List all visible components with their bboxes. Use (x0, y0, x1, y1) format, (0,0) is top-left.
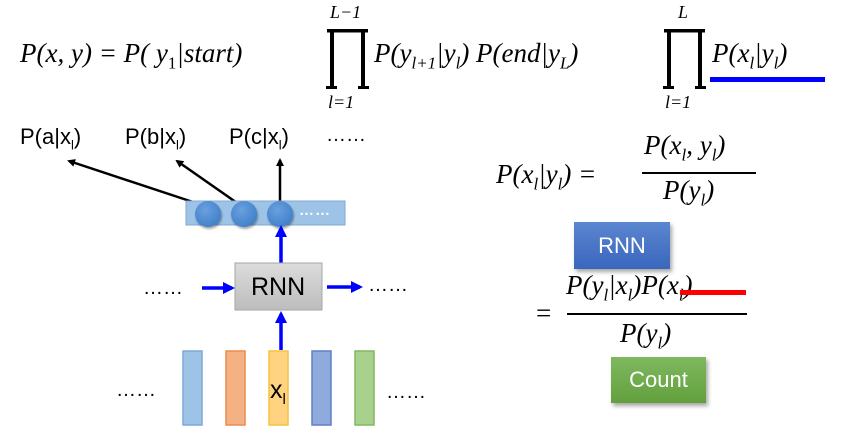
product-symbol-2 (663, 29, 706, 89)
rnn-button[interactable]: RNN (574, 222, 670, 269)
input-vector-bar (311, 350, 332, 426)
count-button[interactable]: Count (611, 357, 706, 403)
output-label-c: P(c|xl) (229, 124, 289, 153)
product-2-lower: l=1 (665, 92, 692, 112)
bayes-numerator-2: P(yl|xl)P(xl) (566, 270, 693, 305)
fraction-bar-1 (642, 172, 756, 174)
emission-underline (710, 77, 825, 82)
input-vector-bar (225, 350, 246, 426)
bayes-lhs: P(xl|yl) = (496, 159, 597, 194)
layer-ellipsis: …… (299, 202, 331, 219)
product-1-lower: l=1 (328, 92, 355, 112)
subscript: 1 (167, 53, 177, 73)
bayes-denominator-2: P(yl) (620, 318, 672, 353)
equals-sign-2: = (536, 298, 552, 328)
hidden-unit (267, 201, 293, 227)
equation-lhs: P(x, y) = P( y (20, 38, 168, 68)
input-label: xl (270, 376, 286, 408)
input-vectors (182, 350, 375, 426)
red-strikethrough (680, 290, 746, 295)
joint-probability-equation: P(x, y) = P( y1|start) (20, 38, 242, 73)
input-vector-bar (182, 350, 203, 426)
arrow-to-b (175, 159, 241, 207)
input-vector-bar (268, 350, 289, 426)
output-label-a: P(a|xl) (20, 124, 82, 153)
left-state-ellipsis: …… (143, 277, 183, 299)
right-state-ellipsis: …… (368, 274, 408, 296)
product-symbol-1 (326, 29, 369, 89)
hidden-unit (195, 201, 221, 227)
bayes-denominator-1: P(yl) (663, 175, 715, 210)
product-1-upper: L−1 (330, 2, 362, 22)
emission-term: P(xl|yl) (712, 38, 788, 73)
rnn-box (234, 262, 323, 311)
bayes-numerator-1: P(xl, yl) (644, 130, 726, 165)
input-vector-bar (354, 350, 375, 426)
input-left-ellipsis: …… (116, 379, 156, 401)
product-2-upper: L (678, 2, 689, 22)
arrow-to-a (67, 159, 206, 208)
fraction-bar-2 (567, 313, 747, 315)
struck-prior: P(xl) (641, 270, 693, 304)
output-label-b: P(b|xl) (125, 124, 187, 153)
rnn-label: RNN (251, 273, 306, 301)
hidden-unit (231, 201, 257, 227)
transition-term: P(yl+1|yl) P(end|yL) (374, 38, 579, 73)
input-right-ellipsis: …… (386, 381, 426, 403)
output-ellipsis: …… (326, 124, 366, 146)
start-term: |start) (176, 38, 243, 68)
hidden-units (195, 201, 293, 227)
